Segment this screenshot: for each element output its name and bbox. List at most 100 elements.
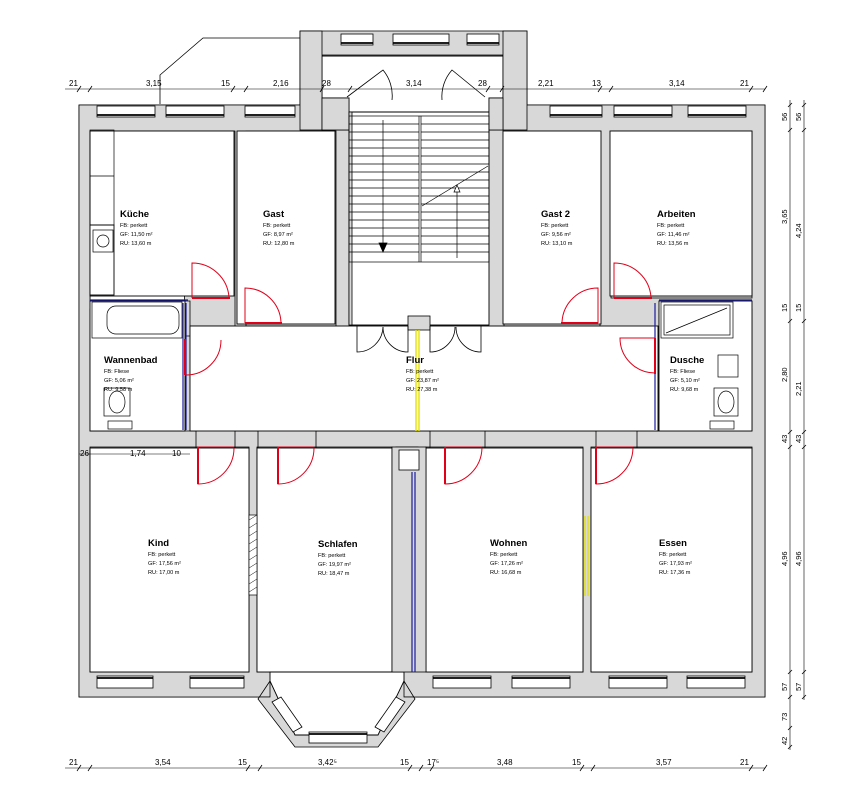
svg-text:Flur: Flur (406, 355, 424, 366)
svg-text:FB: perkett: FB: perkett (541, 223, 569, 229)
svg-text:GF: 19,97 m²: GF: 19,97 m² (318, 562, 351, 568)
dim-right-inner: 57 (794, 683, 803, 691)
svg-text:Kind: Kind (148, 538, 169, 549)
dim-top: 3,14 (669, 79, 685, 88)
svg-text:RU: 13,10 m: RU: 13,10 m (541, 241, 573, 247)
svg-text:FB: perkett: FB: perkett (120, 223, 148, 229)
dim-right-inner: 4,24 (794, 223, 803, 238)
svg-text:FB: perkett: FB: perkett (657, 223, 685, 229)
svg-text:GF: 17,93 m²: GF: 17,93 m² (659, 561, 692, 567)
room-label-dusche: Dusche FB: Fliese GF: 5,10 m² RU: 9,68 m (670, 355, 704, 393)
svg-text:RU: 17,36 m: RU: 17,36 m (659, 570, 691, 576)
svg-text:FB: perkett: FB: perkett (263, 223, 291, 229)
room-label-wannenbad: Wannenbad FB: Fliese GF: 5,06 m² RU: 9,5… (104, 355, 158, 393)
dim-right: 42 (780, 737, 789, 745)
svg-text:RU: 13,56 m: RU: 13,56 m (657, 241, 689, 247)
svg-text:FB: Fliese: FB: Fliese (104, 369, 129, 375)
dim-bottom: 15 (238, 758, 247, 767)
dim-right: 73 (780, 713, 789, 721)
dim-bottom: 17⁵ (427, 758, 439, 767)
room-label-kind: Kind FB: perkett GF: 17,56 m² RU: 17,00 … (148, 538, 181, 576)
dim-top: 21 (69, 79, 78, 88)
dim-right: 4,96 (780, 551, 789, 566)
svg-text:FB: Fliese: FB: Fliese (670, 369, 695, 375)
dim-right: 2,80 (780, 367, 789, 382)
dim-bottom: 3,42⁵ (318, 758, 337, 767)
dim-inner: 26 (80, 449, 89, 458)
dim-right: 43 (780, 435, 789, 443)
svg-text:GF: 23,87 m²: GF: 23,87 m² (406, 378, 439, 384)
svg-text:Arbeiten: Arbeiten (657, 209, 696, 220)
dim-bottom: 3,54 (155, 758, 171, 767)
dim-right: 56 (780, 113, 789, 121)
svg-text:RU: 27,38 m: RU: 27,38 m (406, 387, 438, 393)
svg-text:FB: perkett: FB: perkett (490, 552, 518, 558)
dim-top: 21 (740, 79, 749, 88)
svg-text:Wohnen: Wohnen (490, 538, 527, 549)
svg-text:RU: 18,47 m: RU: 18,47 m (318, 571, 350, 577)
right-outer-dimensions: 56 3,65 15 2,80 43 4,96 57 73 42 (780, 113, 789, 745)
svg-text:RU: 13,60 m: RU: 13,60 m (120, 241, 152, 247)
balcony-outline (159, 37, 300, 104)
svg-text:GF: 5,06 m²: GF: 5,06 m² (104, 378, 134, 384)
windows (96, 33, 747, 744)
hatch (248, 514, 258, 593)
top-dimensions: 21 3,15 15 2,16 28 3,14 28 2,21 13 3,14 … (69, 79, 749, 88)
svg-text:Dusche: Dusche (670, 355, 704, 366)
dim-bottom: 3,48 (497, 758, 513, 767)
dim-bottom: 21 (740, 758, 749, 767)
svg-text:GF: 11,46 m²: GF: 11,46 m² (657, 232, 690, 238)
svg-text:FB: perkett: FB: perkett (148, 552, 176, 558)
svg-text:Gast 2: Gast 2 (541, 209, 570, 220)
dim-top: 28 (322, 79, 331, 88)
bay-windows (271, 696, 406, 733)
svg-text:Küche: Küche (120, 209, 149, 220)
dim-bottom: 15 (400, 758, 409, 767)
svg-text:RU: 9,68 m: RU: 9,68 m (670, 387, 699, 393)
dim-bottom: 21 (69, 758, 78, 767)
room-label-gast-2: Gast 2 FB: perkett GF: 9,56 m² RU: 13,10… (541, 209, 573, 247)
svg-text:FB: perkett: FB: perkett (318, 553, 346, 559)
svg-text:GF: 17,26 m²: GF: 17,26 m² (490, 561, 523, 567)
room-label-flur: Flur FB: perkett GF: 23,87 m² RU: 27,38 … (406, 355, 439, 393)
dimension-ticks (76, 85, 807, 772)
dim-top: 2,16 (273, 79, 289, 88)
dim-right-inner: 2,21 (794, 381, 803, 396)
room-floors (89, 55, 753, 736)
svg-text:Schlafen: Schlafen (318, 539, 358, 550)
svg-text:RU: 17,00 m: RU: 17,00 m (148, 570, 180, 576)
dim-inner: 10 (172, 449, 181, 458)
staircase (348, 115, 490, 263)
svg-text:Gast: Gast (263, 209, 285, 220)
door-leaves (184, 297, 656, 484)
room-label-wohnen: Wohnen FB: perkett GF: 17,26 m² RU: 16,6… (490, 538, 527, 576)
open-passages (415, 330, 589, 596)
dim-top: 3,15 (146, 79, 162, 88)
dim-bottom: 3,57 (656, 758, 672, 767)
svg-text:RU: 16,68 m: RU: 16,68 m (490, 570, 522, 576)
svg-text:Wannenbad: Wannenbad (104, 355, 158, 366)
dim-right-inner: 4,96 (794, 551, 803, 566)
dim-bottom: 15 (572, 758, 581, 767)
room-label-essen: Essen FB: perkett GF: 17,93 m² RU: 17,36… (659, 538, 692, 576)
dim-top: 28 (478, 79, 487, 88)
room-label-gast: Gast FB: perkett GF: 8,97 m² RU: 12,80 m (263, 209, 295, 247)
room-label-schlafen: Schlafen FB: perkett GF: 19,97 m² RU: 18… (318, 539, 358, 577)
fixtures (89, 129, 739, 596)
svg-text:GF: 11,50 m²: GF: 11,50 m² (120, 232, 153, 238)
window-sills (97, 42, 746, 735)
blue-partitions (90, 299, 752, 672)
dim-top: 13 (592, 79, 601, 88)
svg-text:FB: perkett: FB: perkett (659, 552, 687, 558)
svg-text:GF: 5,10 m²: GF: 5,10 m² (670, 378, 700, 384)
inner-dimensions: 26 1,74 10 (80, 449, 181, 458)
room-label-arbeiten: Arbeiten FB: perkett GF: 11,46 m² RU: 13… (657, 209, 696, 247)
svg-text:RU: 9,58 m: RU: 9,58 m (104, 387, 133, 393)
stair-walls (299, 30, 528, 673)
dim-top: 3,14 (406, 79, 422, 88)
svg-text:Essen: Essen (659, 538, 687, 549)
dim-right: 57 (780, 683, 789, 691)
dim-inner: 1,74 (130, 449, 146, 458)
svg-text:FB: perkett: FB: perkett (406, 369, 434, 375)
